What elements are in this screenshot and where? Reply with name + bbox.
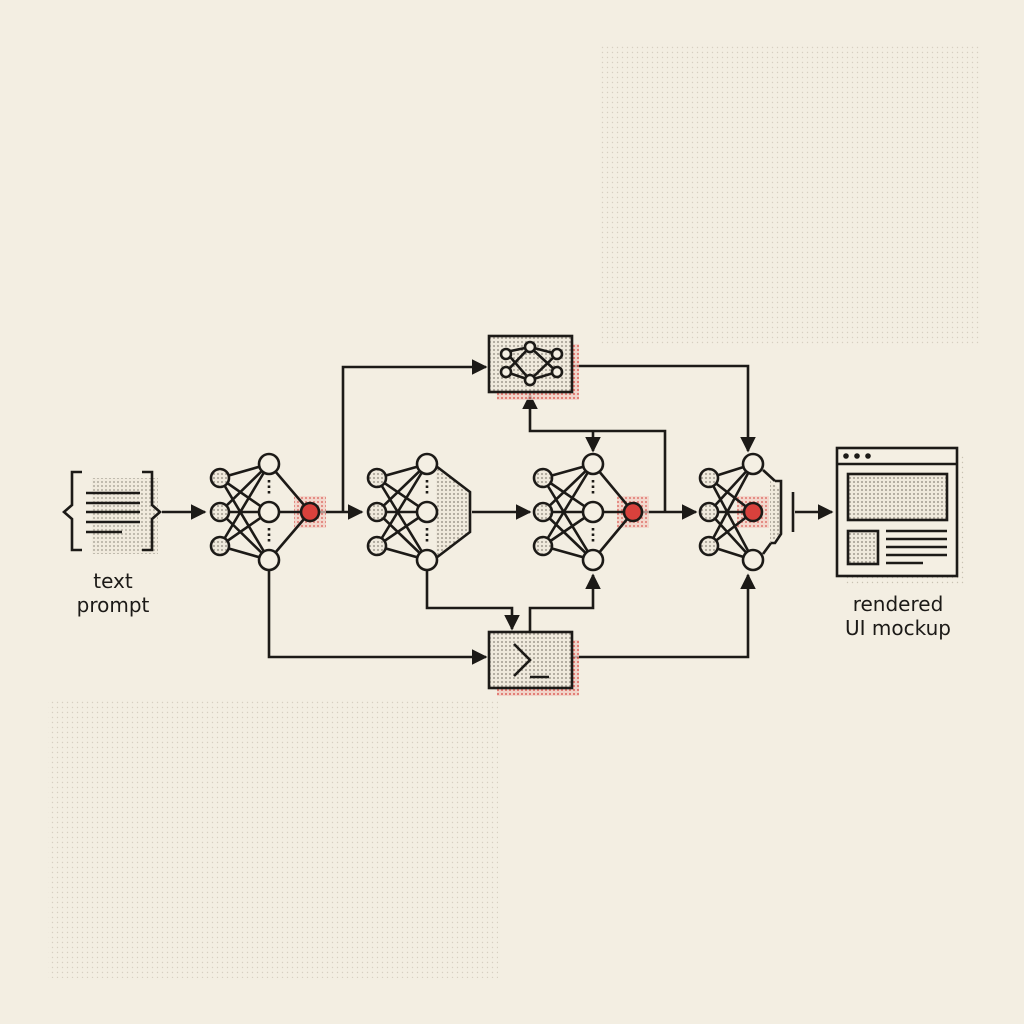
texture-bottom-left bbox=[48, 700, 498, 978]
output-node-active bbox=[742, 501, 764, 523]
ui-mockup-icon bbox=[835, 446, 965, 584]
terminal-icon bbox=[487, 630, 579, 696]
network-module-icon bbox=[487, 334, 579, 400]
output-node-active bbox=[299, 501, 321, 523]
neural-network-3 bbox=[532, 452, 649, 572]
output-node-active bbox=[622, 501, 644, 523]
text-prompt-icon bbox=[62, 470, 162, 554]
connectors bbox=[162, 359, 834, 665]
texture-top-right bbox=[600, 45, 980, 345]
neural-network-4 bbox=[698, 452, 795, 572]
neural-network-2 bbox=[366, 452, 472, 572]
neural-network-1 bbox=[209, 452, 326, 572]
